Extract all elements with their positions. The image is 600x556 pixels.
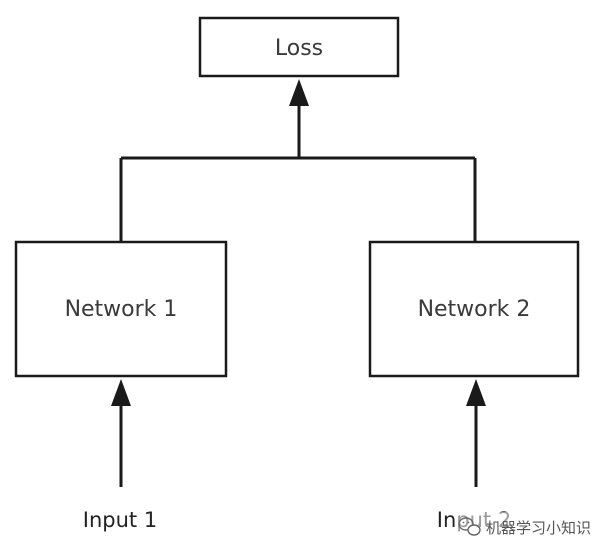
watermark: 机器学习小知识 xyxy=(455,512,595,542)
network-1-node: Network 1 xyxy=(14,240,228,378)
network-2-box xyxy=(368,240,580,378)
watermark-text: 机器学习小知识 xyxy=(486,519,591,537)
loss-label: Loss xyxy=(275,36,323,61)
merge-arrow-head xyxy=(289,79,309,106)
wechat-icon xyxy=(458,517,481,536)
input-1-label: Input 1 xyxy=(83,508,157,532)
network-1-label: Network 1 xyxy=(65,297,178,322)
watermark-backdrop xyxy=(455,512,595,542)
input-2-arrow xyxy=(466,379,486,487)
network-to-loss-connector xyxy=(119,156,477,242)
loss-box xyxy=(198,16,400,78)
input-1-arrow xyxy=(111,379,131,487)
network-2-node: Network 2 xyxy=(368,240,580,378)
network-2-label: Network 2 xyxy=(418,297,531,322)
network-1-box xyxy=(14,240,228,378)
input-1-arrow-head xyxy=(111,379,131,406)
input-2-arrow-head xyxy=(466,379,486,406)
loss-node: Loss xyxy=(198,16,400,78)
merge-arrow xyxy=(289,79,309,158)
